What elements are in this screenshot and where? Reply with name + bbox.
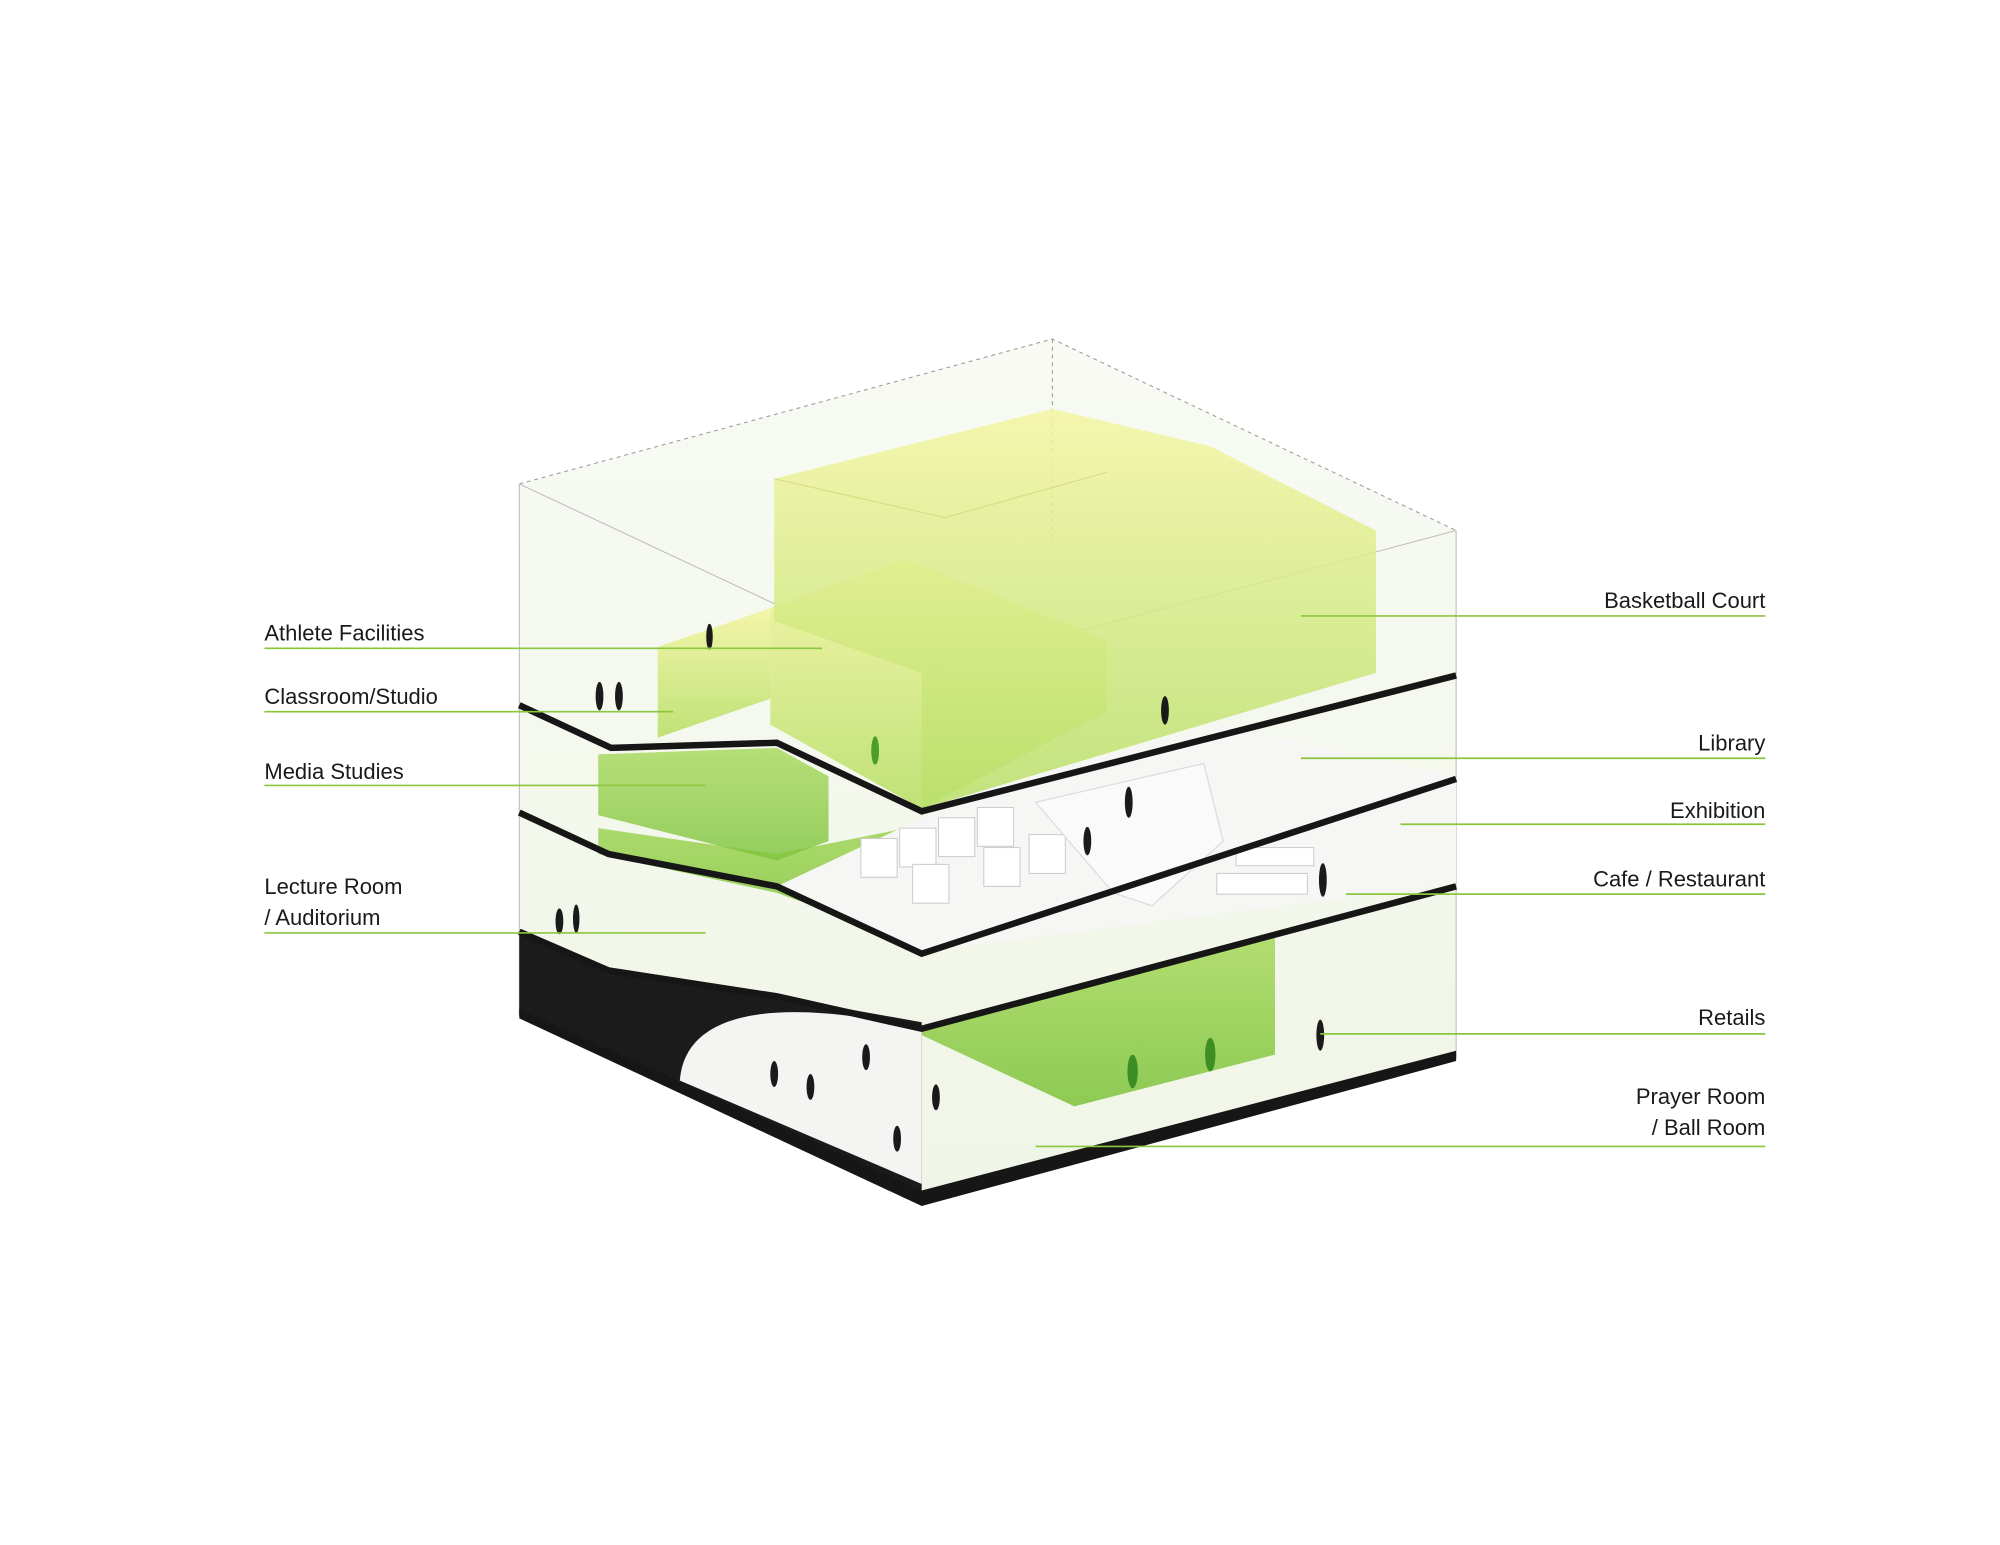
ground-slab bbox=[519, 1009, 1457, 1206]
library-shelves bbox=[860, 806, 1315, 904]
slab-level-2 bbox=[518, 883, 1457, 1033]
label-lecture-room: Lecture Room bbox=[264, 874, 402, 899]
label-exhibition: Exhibition bbox=[1670, 798, 1765, 823]
label-basketball-court: Basketball Court bbox=[1604, 588, 1765, 613]
leader-lines bbox=[264, 615, 1766, 1148]
ground-floor bbox=[519, 931, 1457, 1206]
label-prayer-room: Prayer Room bbox=[1636, 1084, 1766, 1109]
slab-level-4 bbox=[517, 672, 1457, 815]
labels-left: Athlete Facilities Classroom/Studio Medi… bbox=[264, 621, 438, 931]
media-studies-volume bbox=[598, 747, 829, 861]
label-classroom-studio: Classroom/Studio bbox=[264, 684, 438, 709]
label-cafe-restaurant: Cafe / Restaurant bbox=[1593, 866, 1765, 891]
basketball-court-volume bbox=[657, 408, 1376, 809]
label-retails: Retails bbox=[1698, 1005, 1765, 1030]
label-ball-room: / Ball Room bbox=[1652, 1115, 1766, 1140]
label-athlete-facilities: Athlete Facilities bbox=[264, 621, 424, 646]
label-library: Library bbox=[1698, 731, 1765, 756]
labels-right: Basketball Court Library Exhibition Cafe… bbox=[1593, 588, 1765, 1140]
retail-volume bbox=[921, 938, 1275, 1107]
slab-level-3 bbox=[517, 775, 1458, 958]
label-media-studies: Media Studies bbox=[264, 759, 403, 784]
label-auditorium: / Auditorium bbox=[264, 905, 380, 930]
people-figures bbox=[555, 623, 1327, 1152]
